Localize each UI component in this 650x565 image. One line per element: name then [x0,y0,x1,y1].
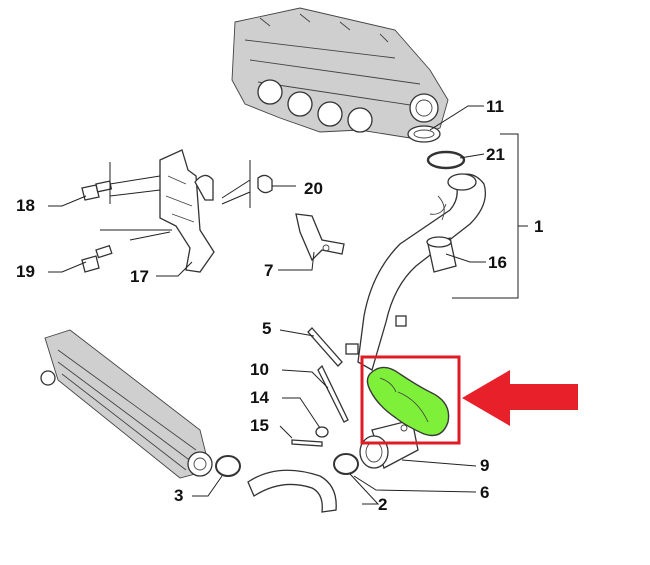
pointer-arrow [462,370,578,426]
callout-1-bracket [452,133,528,299]
callout-17: 17 [130,267,149,286]
lower-hose [215,453,359,513]
callout-15: 15 [250,416,269,435]
callout-1: 1 [534,217,543,236]
bracket-assembly [81,149,215,273]
clip-part [221,160,290,208]
callout-14: 14 [250,388,269,407]
intake-manifold [231,7,449,139]
hose-contour [379,377,429,423]
bolts [291,327,359,447]
callout-5: 5 [262,319,271,338]
callout-2: 2 [378,495,387,514]
leader-lines [48,105,486,505]
callout-20: 20 [304,179,323,198]
callout-labels: 11 21 1 16 18 20 19 17 7 5 10 14 15 9 3 … [16,97,543,514]
callout-3: 3 [174,486,183,505]
callout-9: 9 [480,456,489,475]
callout-19: 19 [16,262,35,281]
clamp-ring [407,125,466,170]
sleeve-part [426,236,457,273]
callout-6: 6 [480,483,489,502]
callout-18: 18 [16,196,35,215]
support-bracket [295,213,345,262]
intercooler [40,329,213,479]
callout-7: 7 [264,261,273,280]
highlight-box [360,355,461,445]
callout-16: 16 [488,253,507,272]
nut [395,315,407,327]
intake-pipe [357,173,487,371]
callout-10: 10 [250,360,269,379]
highlighted-hose [366,366,450,437]
callout-11: 11 [486,97,504,116]
callout-21: 21 [486,145,505,164]
